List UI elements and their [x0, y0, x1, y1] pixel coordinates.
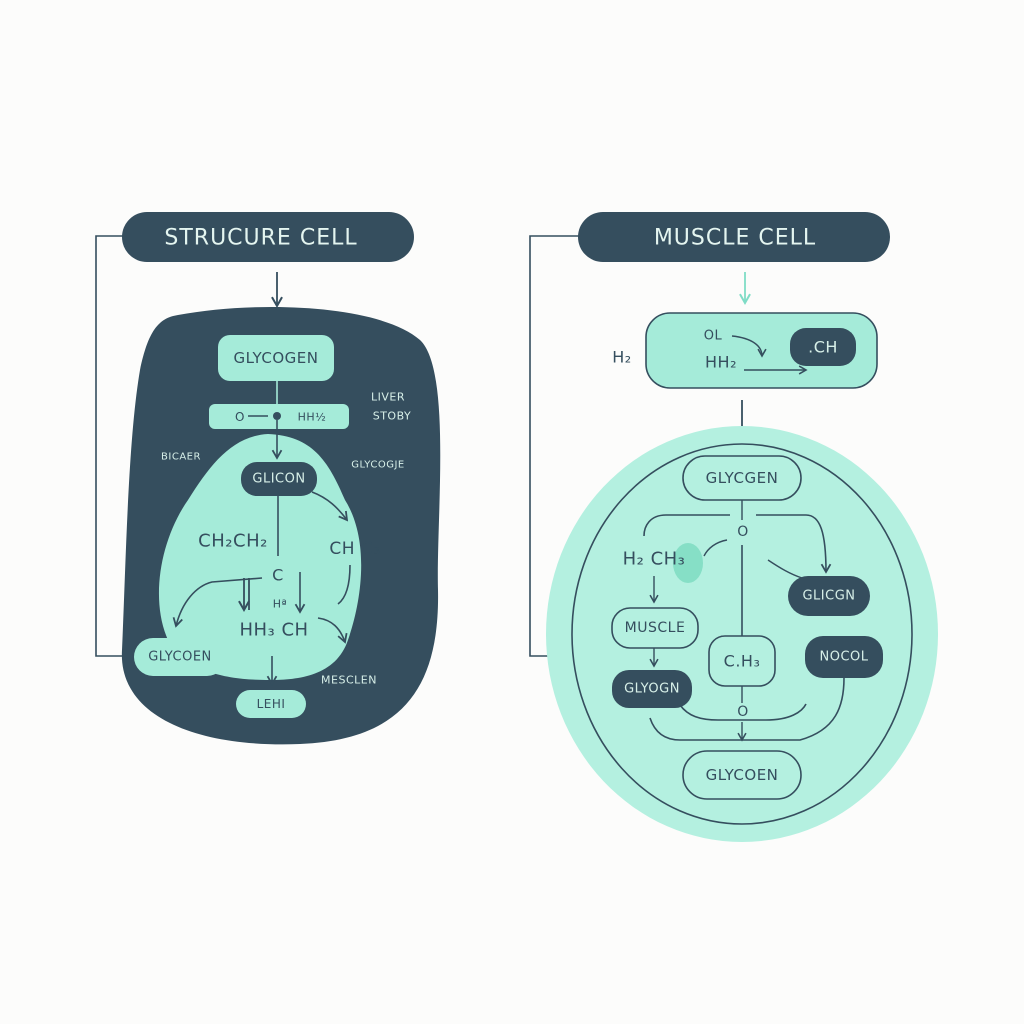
right-nocol-label: NOCOL	[819, 649, 869, 665]
right-hh2-label: HH₂	[705, 352, 737, 372]
left-c-formula: C	[272, 565, 284, 585]
left-lehi-label: LEHI	[256, 697, 286, 711]
left-bar-left-label: O	[235, 410, 245, 424]
right-h2-label: H₂	[612, 347, 632, 367]
right-ch3-label: C.H₃	[723, 651, 761, 671]
left-bar-right-label: HH½	[297, 410, 327, 424]
right-h2ch3-formula: H₂ CH₃	[622, 548, 686, 570]
right-header-title: MUSCLE CELL	[653, 225, 817, 251]
right-nocol-node	[805, 636, 883, 678]
left-stoby-label: STOBY	[372, 409, 412, 423]
left-glycogen-top-label: GLYCOGEN	[233, 349, 319, 367]
right-o-bottom-label: O	[737, 704, 749, 720]
left-ch2ch2-formula: CH₂CH₂	[198, 530, 268, 552]
right-glyogn-node	[612, 670, 692, 708]
right-glyogn-label: GLYOGN	[624, 681, 680, 697]
left-bar-dot	[273, 412, 281, 420]
left-inner-blob	[158, 434, 362, 680]
left-ha-formula: Hª	[272, 597, 288, 611]
left-mesclen-label: MESCLEN	[321, 673, 377, 687]
right-glicgn-node	[788, 576, 870, 616]
right-glicgn-label: GLICGN	[802, 588, 856, 604]
right-ch-label: .CH	[808, 337, 838, 357]
left-bicaer-label: BICAER	[161, 451, 201, 463]
left-hh3ch-formula: HH₃ CH	[239, 619, 309, 641]
right-mint-blob	[673, 543, 703, 583]
right-ch-node	[790, 328, 856, 366]
right-header-pill	[578, 212, 890, 262]
left-lehi-node	[236, 690, 306, 718]
left-chc3-formula: CH C₃	[329, 539, 381, 559]
right-glycoen-bottom-label: GLYCOEN	[705, 766, 779, 784]
left-liver-label: LIVER	[371, 390, 405, 404]
right-muscle-node	[611, 607, 699, 649]
left-glycoen-node	[134, 638, 226, 676]
right-muscle-label: MUSCLE	[624, 620, 686, 636]
right-glycoen-bottom-node	[682, 750, 802, 800]
left-glycogen-top-box	[218, 335, 334, 381]
left-glycogje-label: GLYCOGJE	[351, 459, 405, 471]
right-cell-inner	[571, 443, 913, 825]
left-glicon-label: GLICON	[252, 471, 306, 487]
left-glycoen-label: GLYCOEN	[148, 649, 212, 665]
right-ol-label: OL	[703, 328, 723, 344]
left-glicon-node	[241, 462, 317, 496]
left-bracket-line	[95, 235, 134, 657]
right-glycgen-top-label: GLYCGEN	[705, 469, 779, 487]
right-o-top-label: O	[737, 524, 749, 540]
left-header-pill	[122, 212, 414, 262]
left-header-title: STRUCURE CELL	[164, 225, 358, 251]
